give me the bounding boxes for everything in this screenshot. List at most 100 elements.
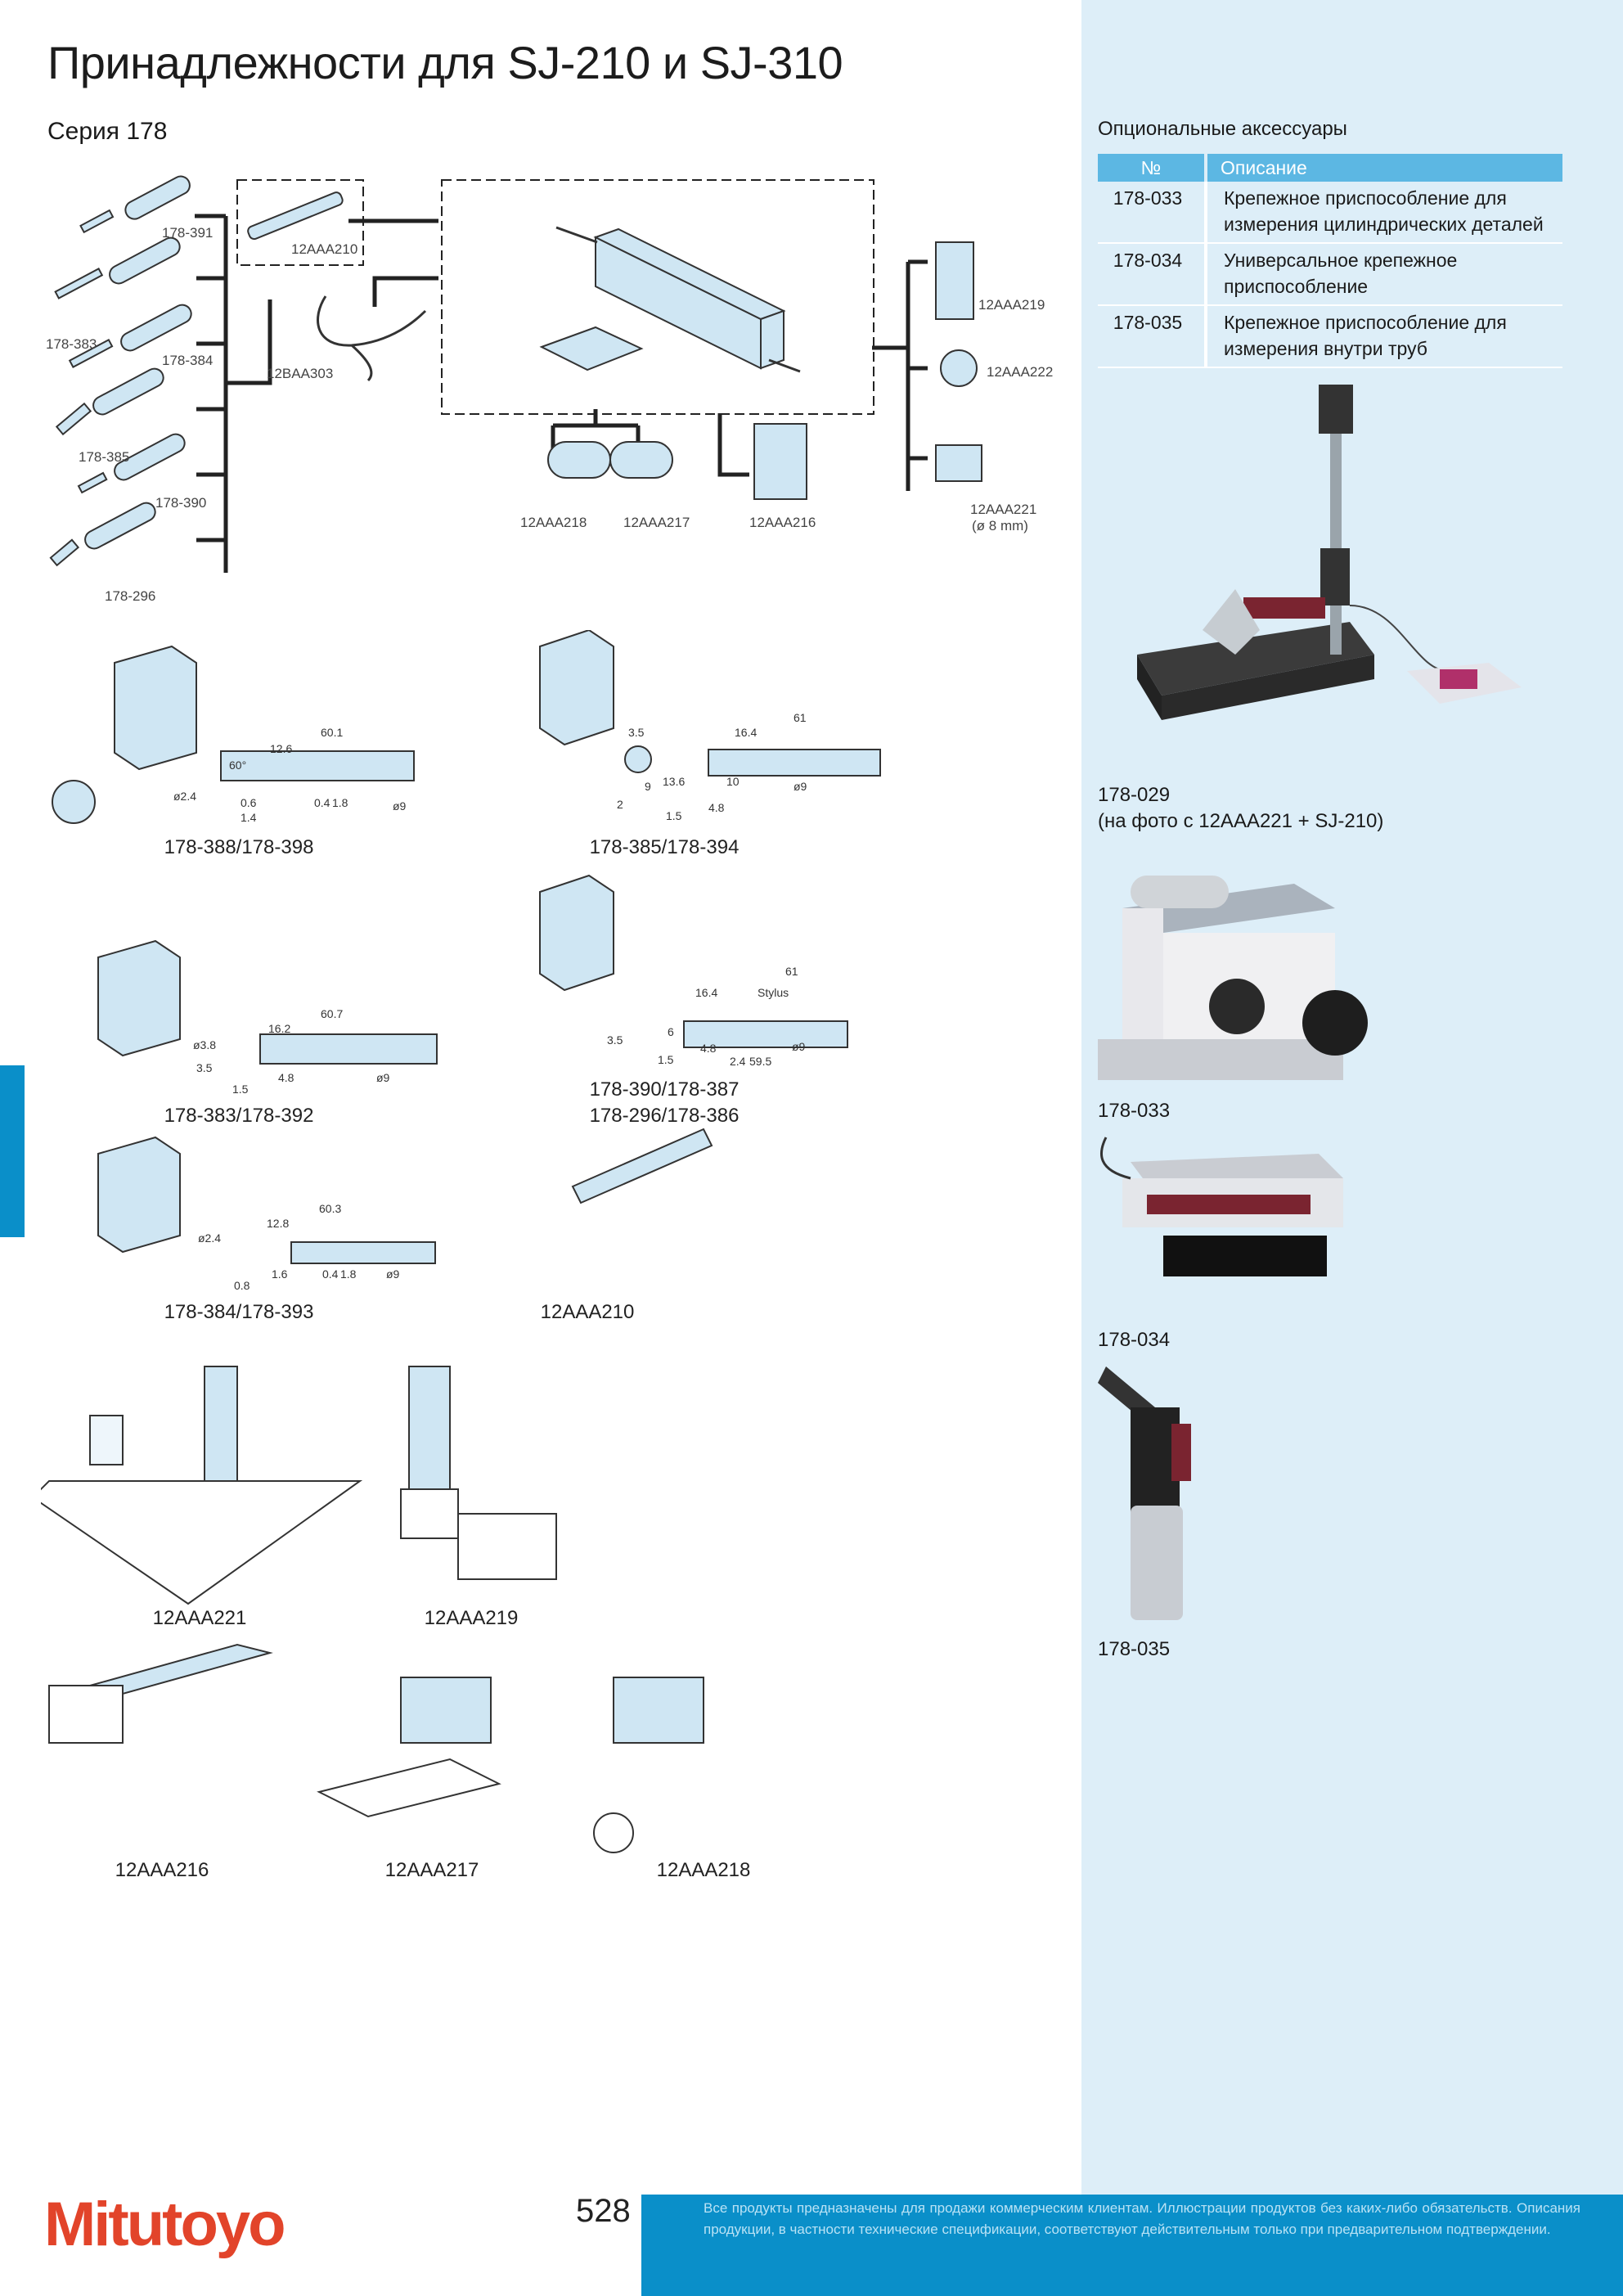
dim-label: 12.8 <box>267 1217 289 1230</box>
dim-label: 4.8 <box>708 801 725 814</box>
photo-fixture-178-034 <box>1100 1137 1343 1276</box>
dim-label: 9 <box>645 780 651 793</box>
dim-label: 61 <box>785 965 798 978</box>
svg-text:12AAA222: 12AAA222 <box>987 364 1053 380</box>
dim-label: 1.4 <box>241 811 257 824</box>
part-number: 178-034 <box>1098 243 1207 306</box>
dim-label: 16.4 <box>695 986 717 999</box>
dim-label: 3.5 <box>196 1061 213 1074</box>
svg-text:12AAA218: 12AAA218 <box>520 515 587 530</box>
detail-label: 178-296/178-386 <box>589 1105 740 1127</box>
dim-label: 61 <box>794 711 807 724</box>
dim-label: 60.1 <box>321 726 343 739</box>
svg-text:12AAA221: 12AAA221 <box>970 502 1036 517</box>
svg-text:12BAA303: 12BAA303 <box>267 366 333 381</box>
table-row: 178-035 Крепежное приспособление для изм… <box>1098 305 1562 368</box>
fixture-illustrations <box>41 1366 704 1853</box>
series-label: Серия 178 <box>47 118 168 145</box>
svg-text:12AAA217: 12AAA217 <box>623 515 690 530</box>
table-row: 178-034 Универсальное крепежное приспосо… <box>1098 243 1562 306</box>
photo-label: 178-033 <box>1098 1100 1171 1122</box>
photo-caption: (на фото с 12AAA221 + SJ-210) <box>1098 810 1384 832</box>
dim-label: 16.2 <box>268 1022 290 1035</box>
photo-label: 178-034 <box>1098 1329 1171 1351</box>
part-number: 178-033 <box>1098 182 1207 244</box>
svg-text:12AAA210: 12AAA210 <box>291 241 357 257</box>
dim-label: Stylus <box>758 986 789 999</box>
dim-label: ø3.8 <box>193 1038 216 1051</box>
dim-label: 2 <box>617 798 623 811</box>
dim-label: 0.4 <box>314 796 330 809</box>
page-number: 528 <box>576 2193 631 2229</box>
detail-label: 178-385/178-394 <box>589 836 740 858</box>
part-description: Универсальное крепежное приспособление <box>1206 243 1562 306</box>
dim-label: ø2.4 <box>198 1231 221 1245</box>
part-description: Крепежное приспособление для измерения ц… <box>1206 182 1562 244</box>
dim-label: 1.5 <box>232 1083 249 1096</box>
svg-text:178-385: 178-385 <box>79 449 129 465</box>
footer-band <box>641 2195 1623 2296</box>
page-title: Принадлежности для SJ-210 и SJ-310 <box>47 37 843 88</box>
dim-label: 4.8 <box>700 1042 717 1055</box>
dim-label: ø9 <box>393 799 407 813</box>
fixture-label: 12AAA218 <box>656 1859 751 1881</box>
svg-text:178-383: 178-383 <box>46 336 97 352</box>
dim-label: 60.7 <box>321 1007 343 1020</box>
detail-label: 178-384/178-393 <box>164 1301 314 1323</box>
svg-text:178-391: 178-391 <box>162 225 213 241</box>
dim-label: 4.8 <box>278 1071 294 1084</box>
dim-label: 3.5 <box>628 726 645 739</box>
dim-label: ø2.4 <box>173 790 196 803</box>
dim-label: 1.5 <box>666 809 682 822</box>
column-header-description: Описание <box>1206 154 1562 182</box>
dim-label: ø9 <box>376 1071 390 1084</box>
dim-label: ø9 <box>794 780 807 793</box>
svg-text:178-390: 178-390 <box>155 495 206 511</box>
photo-measuring-stand <box>1137 385 1522 720</box>
photo-fixture-178-033 <box>1098 876 1368 1080</box>
column-header-number: № <box>1098 154 1207 182</box>
brand-logo-text: Mitutoyo <box>44 2190 284 2259</box>
accessories-table: № Описание 178-033 Крепежное приспособле… <box>1098 154 1562 368</box>
overview-diagram: 178-391 178-383 178-384 178-385 178-390 … <box>46 175 1053 604</box>
photo-fixture-178-035 <box>1098 1366 1191 1620</box>
dim-label: 1.5 <box>658 1053 674 1066</box>
dim-label: 6 <box>668 1025 674 1038</box>
fixture-label: 12AAA219 <box>424 1607 519 1629</box>
detail-label: 178-388/178-398 <box>164 836 314 858</box>
svg-text:178-296: 178-296 <box>105 588 155 604</box>
fixture-label: 12AAA216 <box>115 1859 209 1881</box>
dim-label: 3.5 <box>607 1033 623 1047</box>
dim-label: 0.8 <box>234 1279 250 1292</box>
dim-label: 10 <box>726 775 740 788</box>
dim-label: 2.4 <box>730 1055 746 1068</box>
dim-label: 1.6 <box>272 1267 288 1281</box>
photo-label: 178-029 <box>1098 784 1171 806</box>
svg-text:12AAA216: 12AAA216 <box>749 515 816 530</box>
dim-label: 13.6 <box>663 775 685 788</box>
accessories-title: Опциональные аксессуары <box>1098 118 1347 140</box>
detail-label: 178-390/178-387 <box>589 1078 740 1101</box>
dim-label: 60.3 <box>319 1202 341 1215</box>
part-description: Крепежное приспособление для измерения в… <box>1206 305 1562 368</box>
svg-text:12AAA219: 12AAA219 <box>978 297 1045 313</box>
dim-label: ø9 <box>792 1040 806 1053</box>
svg-text:(ø 8 mm): (ø 8 mm) <box>972 518 1028 533</box>
section-edge-tab <box>0 1065 25 1237</box>
dim-label: 60° <box>229 759 246 772</box>
dim-label: 59.5 <box>749 1055 771 1068</box>
dim-label: 16.4 <box>735 726 757 739</box>
footer-disclaimer: Все продукты предназначены для продажи к… <box>704 2200 1580 2237</box>
dim-label: ø9 <box>386 1267 400 1281</box>
dim-label: 0.4 <box>322 1267 339 1281</box>
dim-label: 1.8 <box>332 796 348 809</box>
table-row: 178-033 Крепежное приспособление для изм… <box>1098 182 1562 244</box>
part-number: 178-035 <box>1098 305 1207 368</box>
brand-logo: Mitutoyo <box>44 2190 286 2259</box>
detail-label: 178-383/178-392 <box>164 1105 314 1127</box>
dim-label: 12.6 <box>270 742 292 755</box>
dim-label: 0.6 <box>241 796 257 809</box>
detail-label: 12AAA210 <box>540 1301 635 1323</box>
fixture-label: 12AAA221 <box>152 1607 247 1629</box>
dim-label: 1.8 <box>340 1267 357 1281</box>
